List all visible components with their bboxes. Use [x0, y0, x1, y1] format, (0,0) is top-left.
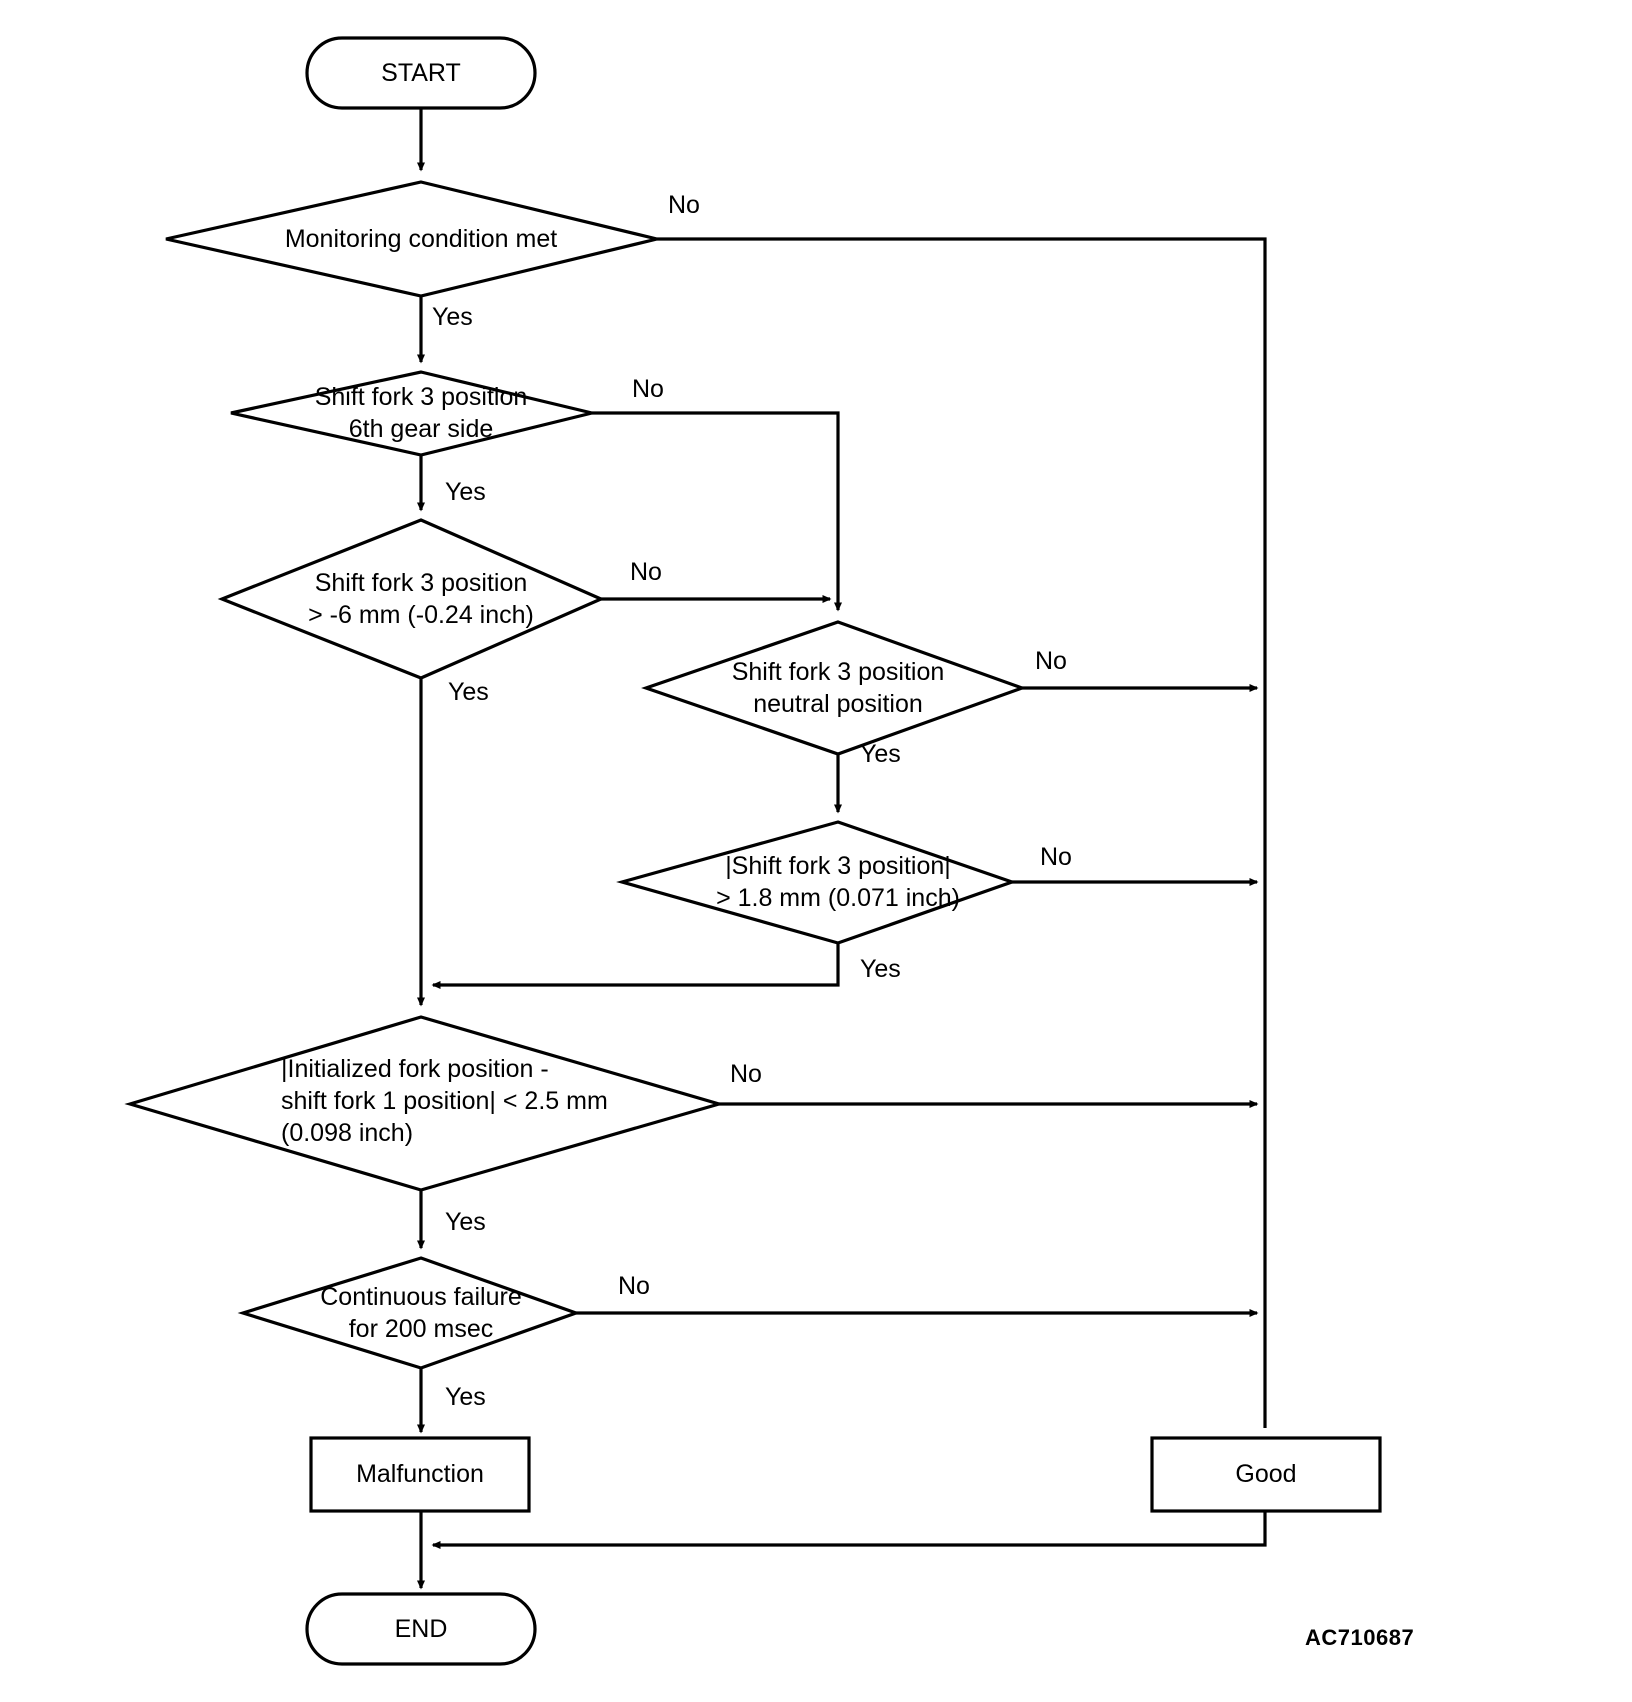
branch-label-fork3-neutral-yes: Yes	[860, 740, 901, 768]
decision-fork3-6th-shape	[230, 370, 593, 457]
decision-fork3-abs-shape	[616, 820, 1017, 945]
branch-label-fork3-abs-no: No	[1040, 843, 1072, 871]
good-box-shape	[1150, 1436, 1382, 1513]
branch-label-init-fork-no: No	[730, 1060, 762, 1088]
decision-init-fork-shape	[124, 1015, 725, 1192]
edge-fork3-abs-yes	[431, 943, 840, 989]
edge-good-to-end	[431, 1511, 1267, 1549]
decision-monitoring-shape	[165, 180, 658, 298]
branch-label-fork3-minus6-no: No	[630, 558, 662, 586]
decision-fork3-minus6-shape	[217, 518, 605, 680]
branch-label-monitoring-yes: Yes	[432, 303, 473, 331]
branch-label-fork3-6th-no: No	[632, 375, 664, 403]
branch-label-fork3-minus6-yes: Yes	[448, 678, 489, 706]
branch-label-fork3-6th-yes: Yes	[445, 478, 486, 506]
reference-code: AC710687	[1305, 1625, 1415, 1650]
edge-monitoring-no	[657, 237, 1267, 1428]
branch-label-fork3-neutral-no: No	[1035, 647, 1067, 675]
branch-label-init-fork-yes: Yes	[445, 1208, 486, 1236]
branch-label-fork3-abs-yes: Yes	[860, 955, 901, 983]
start-terminator-shape	[305, 36, 537, 110]
edge-fork3-6th-no	[592, 411, 842, 612]
malfunction-box-shape	[309, 1436, 531, 1513]
end-terminator-shape	[305, 1592, 537, 1666]
decision-continuous-shape	[237, 1256, 581, 1370]
decision-fork3-neutral-shape	[641, 620, 1027, 756]
branch-label-continuous-yes: Yes	[445, 1383, 486, 1411]
branch-label-monitoring-no: No	[668, 191, 700, 219]
branch-label-continuous-no: No	[618, 1272, 650, 1300]
